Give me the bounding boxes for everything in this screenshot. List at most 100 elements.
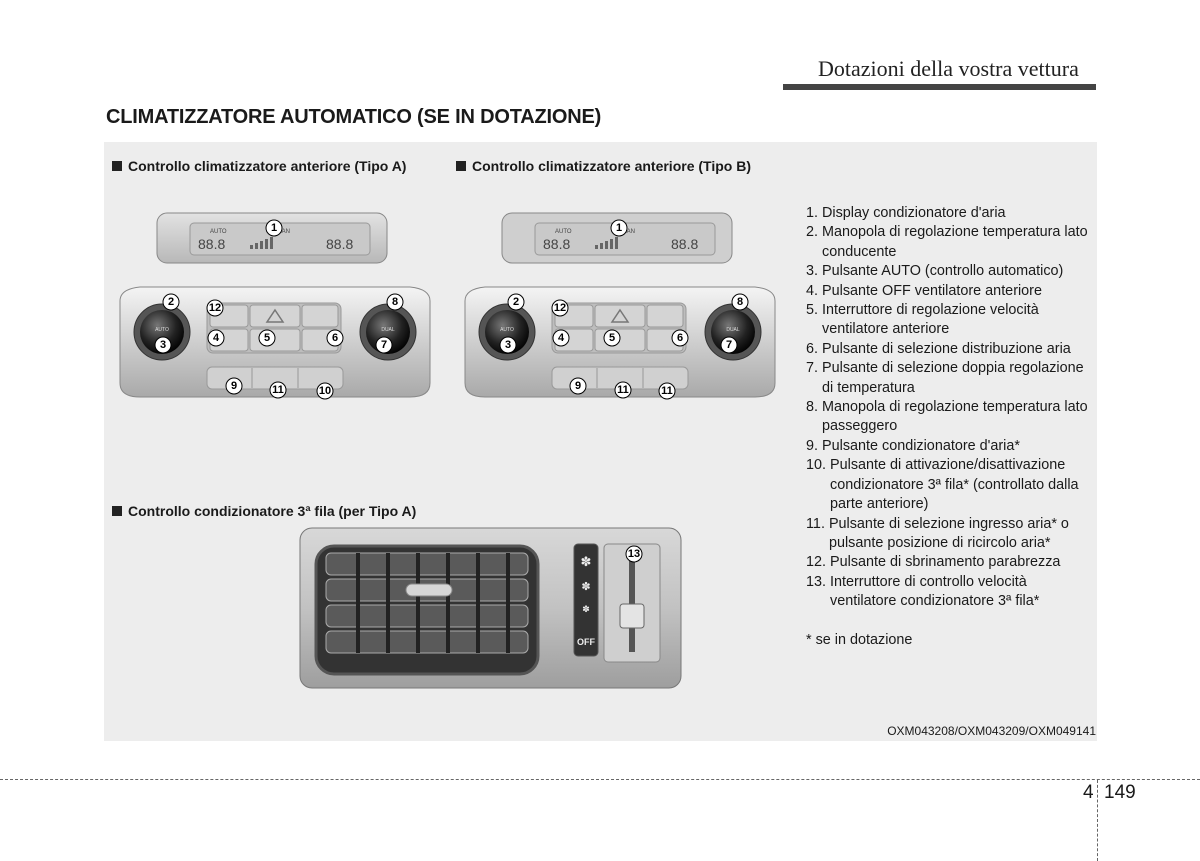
page-number: 149: [1104, 782, 1136, 803]
rear-defrost-button[interactable]: [646, 304, 684, 328]
rear-defrost-button[interactable]: [301, 304, 339, 328]
header-rule: [783, 84, 1096, 90]
svg-text:5: 5: [609, 332, 615, 344]
callout-3: 3: [154, 336, 172, 354]
caption-type-b-text: Controllo climatizzatore anteriore (Tipo…: [472, 158, 751, 174]
legend-item: 5.Interruttore di regolazione velocità v…: [806, 301, 1096, 340]
page-title: CLIMATIZZATORE AUTOMATICO (SE IN DOTAZIO…: [106, 106, 602, 128]
svg-text:6: 6: [677, 332, 683, 344]
svg-text:4: 4: [558, 332, 565, 344]
display-right-temp: 88.8: [326, 236, 353, 252]
legend-num: 5.: [806, 302, 819, 319]
callout-5: 5: [603, 329, 621, 347]
footnote: * se in dotazione: [806, 631, 913, 648]
legend-item: 10.Pulsante di attivazione/disattivazion…: [806, 456, 1096, 514]
svg-text:12: 12: [554, 302, 566, 314]
svg-text:7: 7: [381, 339, 387, 351]
driver-temp-knob[interactable]: [140, 310, 184, 354]
legend-text: Display condizionatore d'aria: [822, 205, 1006, 221]
legend-text: Interruttore di controllo velocità venti…: [830, 573, 1040, 610]
driver-knob-label: AUTO: [500, 327, 514, 333]
fan-speed-slider[interactable]: [619, 603, 645, 629]
bullet-square-icon: [112, 506, 122, 516]
svg-text:3: 3: [160, 339, 166, 351]
callout-11: 11: [614, 381, 632, 399]
legend-item: 12.Pulsante di sbrinamento parabrezza: [806, 553, 1096, 572]
legend-num: 3.: [806, 263, 819, 280]
legend-num: 4.: [806, 282, 819, 299]
legend-num: 8.: [806, 399, 819, 416]
svg-text:6: 6: [332, 332, 338, 344]
caption-third-row-text: Controllo condizionatore 3ª fila (per Ti…: [128, 503, 417, 519]
svg-text:2: 2: [513, 296, 519, 308]
vent-adjust-tab[interactable]: [405, 583, 453, 597]
svg-text:11: 11: [272, 384, 284, 396]
svg-text:8: 8: [737, 296, 743, 308]
fan-medium-icon: ✽: [581, 581, 590, 593]
svg-text:8: 8: [392, 296, 398, 308]
callout-5: 5: [258, 329, 276, 347]
front-climate-panel-type-b: AUTO CLEAN 88.8 88.8 AUTO DUAL 1 2 3 4 5…: [464, 212, 776, 400]
svg-text:3: 3: [505, 339, 511, 351]
fan-high-icon: ✽: [581, 554, 592, 569]
display-right-temp: 88.8: [671, 236, 698, 252]
passenger-knob-label: DUAL: [381, 327, 395, 333]
callout-11b: 11: [658, 382, 676, 400]
hazard-button[interactable]: [594, 304, 646, 328]
legend-text: Pulsante di selezione doppia regolazione…: [822, 360, 1084, 396]
svg-text:9: 9: [231, 380, 237, 392]
legend-item: 4.Pulsante OFF ventilatore anteriore: [806, 282, 1096, 301]
legend-text: Pulsante di sbrinamento parabrezza: [830, 554, 1061, 571]
legend-item: 1.Display condizionatore d'aria: [806, 204, 1096, 223]
callout-4: 4: [207, 329, 225, 347]
svg-text:5: 5: [264, 332, 270, 344]
legend-item: 9.Pulsante condizionatore d'aria*: [806, 437, 1096, 456]
fan-speed-scale: [573, 543, 599, 657]
legend-num: 12.: [806, 554, 827, 571]
driver-temp-knob[interactable]: [485, 310, 529, 354]
chapter-number: 4: [1083, 782, 1094, 803]
svg-text:10: 10: [319, 385, 331, 397]
caption-type-a: Controllo climatizzatore anteriore (Tipo…: [112, 158, 406, 174]
legend-num: 7.: [806, 360, 819, 377]
section-title: Dotazioni della vostra vettura: [818, 56, 1079, 81]
legend-text: Pulsante di selezione ingresso aria* o p…: [828, 515, 1069, 551]
svg-text:9: 9: [575, 380, 581, 392]
legend-item: 6.Pulsante di selezione distribuzione ar…: [806, 340, 1096, 359]
callout-12: 12: [206, 299, 224, 317]
footer-dashed-rule: [0, 779, 1200, 780]
callout-3: 3: [499, 336, 517, 354]
legend-item: 2.Manopola di regolazione temperatura la…: [806, 223, 1096, 262]
fan-level-bars-icon: [595, 237, 618, 249]
callout-6: 6: [326, 329, 344, 347]
hazard-icon: [265, 308, 285, 323]
legend-num: 10.: [806, 457, 827, 474]
caption-type-a-text: Controllo climatizzatore anteriore (Tipo…: [128, 158, 407, 174]
svg-text:11: 11: [661, 385, 673, 397]
callout-8: 8: [731, 293, 749, 311]
svg-text:11: 11: [617, 384, 629, 396]
callout-9: 9: [569, 377, 587, 395]
callout-2: 2: [507, 293, 525, 311]
callout-11: 11: [269, 381, 287, 399]
callout-4: 4: [552, 329, 570, 347]
image-reference-code: OXM043208/OXM043209/OXM049141: [887, 724, 1096, 738]
callout-12: 12: [551, 299, 569, 317]
svg-text:1: 1: [271, 222, 277, 234]
footer-vertical-rule: [1097, 780, 1098, 861]
legend-item: 8.Manopola di regolazione temperatura la…: [806, 398, 1096, 437]
passenger-knob-label: DUAL: [726, 327, 740, 333]
svg-text:13: 13: [628, 548, 640, 560]
callout-6: 6: [671, 329, 689, 347]
fan-level-bars-icon: [250, 237, 273, 249]
legend-num: 9.: [806, 437, 819, 454]
callout-1: 1: [610, 219, 628, 237]
legend-list: 1.Display condizionatore d'aria 2.Manopo…: [806, 204, 1096, 650]
hazard-button[interactable]: [249, 304, 301, 328]
bullet-square-icon: [112, 161, 122, 171]
fan-off-label: OFF: [577, 637, 595, 647]
third-row-vent-unit: ✽ ✽ ✽ OFF 13: [299, 527, 682, 689]
callout-13: 13: [625, 545, 643, 563]
callout-7: 7: [720, 336, 738, 354]
hazard-icon: [610, 308, 630, 323]
